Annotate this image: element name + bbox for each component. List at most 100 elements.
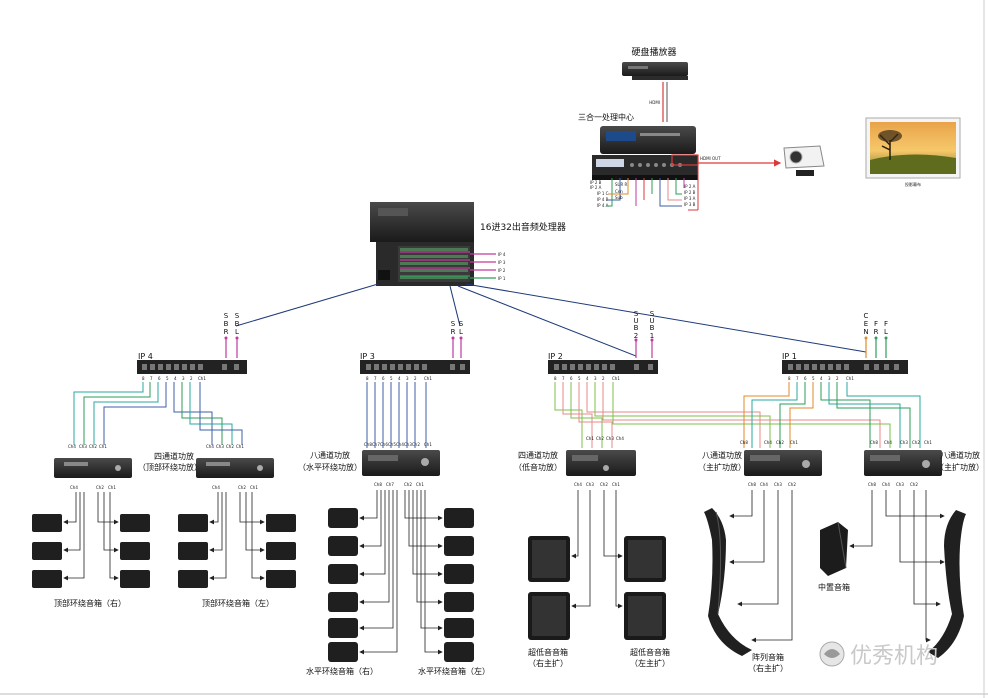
amp-sub-label-1: 四通道功放 [518,450,558,460]
ip-box-4: IP 4 [137,352,247,374]
center-speaker [820,521,848,576]
matrix-port-ip4: IP 4 [498,252,506,257]
array-label-1: 阵列音箱 [752,652,784,662]
svg-text:L: L [884,328,888,336]
svg-text:3: 3 [406,376,409,381]
svg-text:Ch8: Ch8 [740,440,748,445]
array-label-2: （右主扩） [748,663,788,673]
sub-l-label-2: （左主扩） [630,658,670,668]
svg-text:Ch8: Ch8 [374,482,382,487]
matrix-port-ip1: IP 1 [498,276,506,281]
ip-box-3: IP 3 [360,352,470,374]
svg-text:6: 6 [804,376,807,381]
svg-text:Ch4: Ch4 [574,482,582,487]
svg-text:R: R [224,328,229,336]
projection-screen: 投影幕布 [865,117,961,187]
svg-text:Ch5: Ch5 [388,442,396,447]
matrix-label: 16进32出音频处理器 [480,221,566,233]
svg-text:F: F [874,320,878,328]
svg-text:5: 5 [390,376,393,381]
svg-text:N: N [863,328,868,336]
svg-text:1: 1 [650,332,654,340]
svg-text:Ch1: Ch1 [790,440,798,445]
svg-text:U: U [649,317,654,325]
svg-text:Ch6: Ch6 [380,442,388,447]
svg-text:2: 2 [190,376,193,381]
ip3-label: IP 3 [360,352,375,361]
svg-text:Ch7: Ch7 [372,442,380,447]
svg-text:4: 4 [586,376,589,381]
svg-text:Ch1: Ch1 [99,444,107,449]
svg-text:Ch1: Ch1 [586,436,594,441]
svg-text:7: 7 [150,376,153,381]
matrix-port-ip2: IP 2 [498,268,506,273]
line-array-right [928,510,966,658]
svg-text:B: B [235,320,240,328]
svg-text:Ch4: Ch4 [760,482,768,487]
svg-text:S: S [451,320,456,328]
svg-text:Ch4: Ch4 [212,485,220,490]
svg-text:S: S [224,312,229,320]
svg-text:Ch3: Ch3 [586,482,594,487]
proc-out-1: IP 2 B [590,180,602,185]
svg-text:L: L [235,328,239,336]
amp-top-label-2: （顶部环绕功放） [138,462,202,472]
amp-top-label-1: 四通道功放 [154,451,194,461]
svg-text:Ch2: Ch2 [89,444,97,449]
line-array-left [704,508,752,656]
amp-side-label-2: （水平环绕功放） [298,462,362,472]
amp-side [362,450,440,476]
proc-mid-4: Sub [615,195,623,200]
svg-text:8: 8 [142,376,145,381]
amp-sub-label-2: （低音功放） [514,462,562,472]
ip3-wiring [366,382,427,448]
svg-text:Ch1: Ch1 [846,376,854,381]
svg-text:Ch4: Ch4 [396,442,404,447]
svg-text:Ch1: Ch1 [108,485,116,490]
spk-side-l-label: 水平环绕音箱（左） [418,666,490,676]
hdd-player-label: 硬盘播放器 [631,46,676,58]
svg-text:F: F [884,320,888,328]
amp-main-1 [744,450,822,476]
spk-top-l-label: 顶部环绕音箱（左） [202,598,274,608]
svg-text:2: 2 [414,376,417,381]
svg-text:Ch4: Ch4 [882,482,890,487]
svg-text:B: B [634,324,639,332]
svg-text:U: U [633,317,638,325]
svg-text:Ch8: Ch8 [868,482,876,487]
ip-box-1: IP 1 [782,352,908,374]
proc-out-7: IP 2 B [684,190,696,195]
svg-text:Ch8: Ch8 [748,482,756,487]
svg-text:Ch1: Ch1 [612,376,620,381]
svg-text:Ch3: Ch3 [900,440,908,445]
svg-text:Ch8: Ch8 [364,442,372,447]
svg-text:7: 7 [796,376,799,381]
svg-text:Ch1: Ch1 [924,440,932,445]
subwoofers [528,536,666,640]
svg-text:5: 5 [812,376,815,381]
svg-text:S: S [459,320,464,328]
svg-text:Ch2: Ch2 [412,442,420,447]
svg-text:Ch2: Ch2 [788,482,796,487]
amp-main2-label-2: （主扩功放） [936,462,984,472]
amp-top-1 [54,458,132,478]
amp-side-label-1: 八通道功放 [310,450,350,460]
ip1-label: IP 1 [782,352,797,361]
watermark: 优秀机构 [819,641,938,669]
amp-main-label-2: （主扩功放） [698,462,746,472]
proc-out-8: IP 3 A [684,196,696,201]
signal-letters: S B R S B L S R S L S U B 2 S U B 1 C E … [224,310,888,340]
sub-r-label-2: （右主扩） [528,658,568,668]
audio-matrix-processor: 16进32出音频处理器 IP 4 IP 3 IP 2 IP 1 [370,202,566,286]
sub-spk-wiring [571,490,623,609]
ip2-label: IP 2 [548,352,563,361]
spk-top-r-label: 顶部环绕音箱（右） [54,598,126,608]
svg-text:4: 4 [398,376,401,381]
proc-mid-2: SUR R [615,182,628,187]
processor-center: 三合一处理中心 HDMI OUT IP 2 B IP 2 A IP 1 C IP… [578,112,782,211]
